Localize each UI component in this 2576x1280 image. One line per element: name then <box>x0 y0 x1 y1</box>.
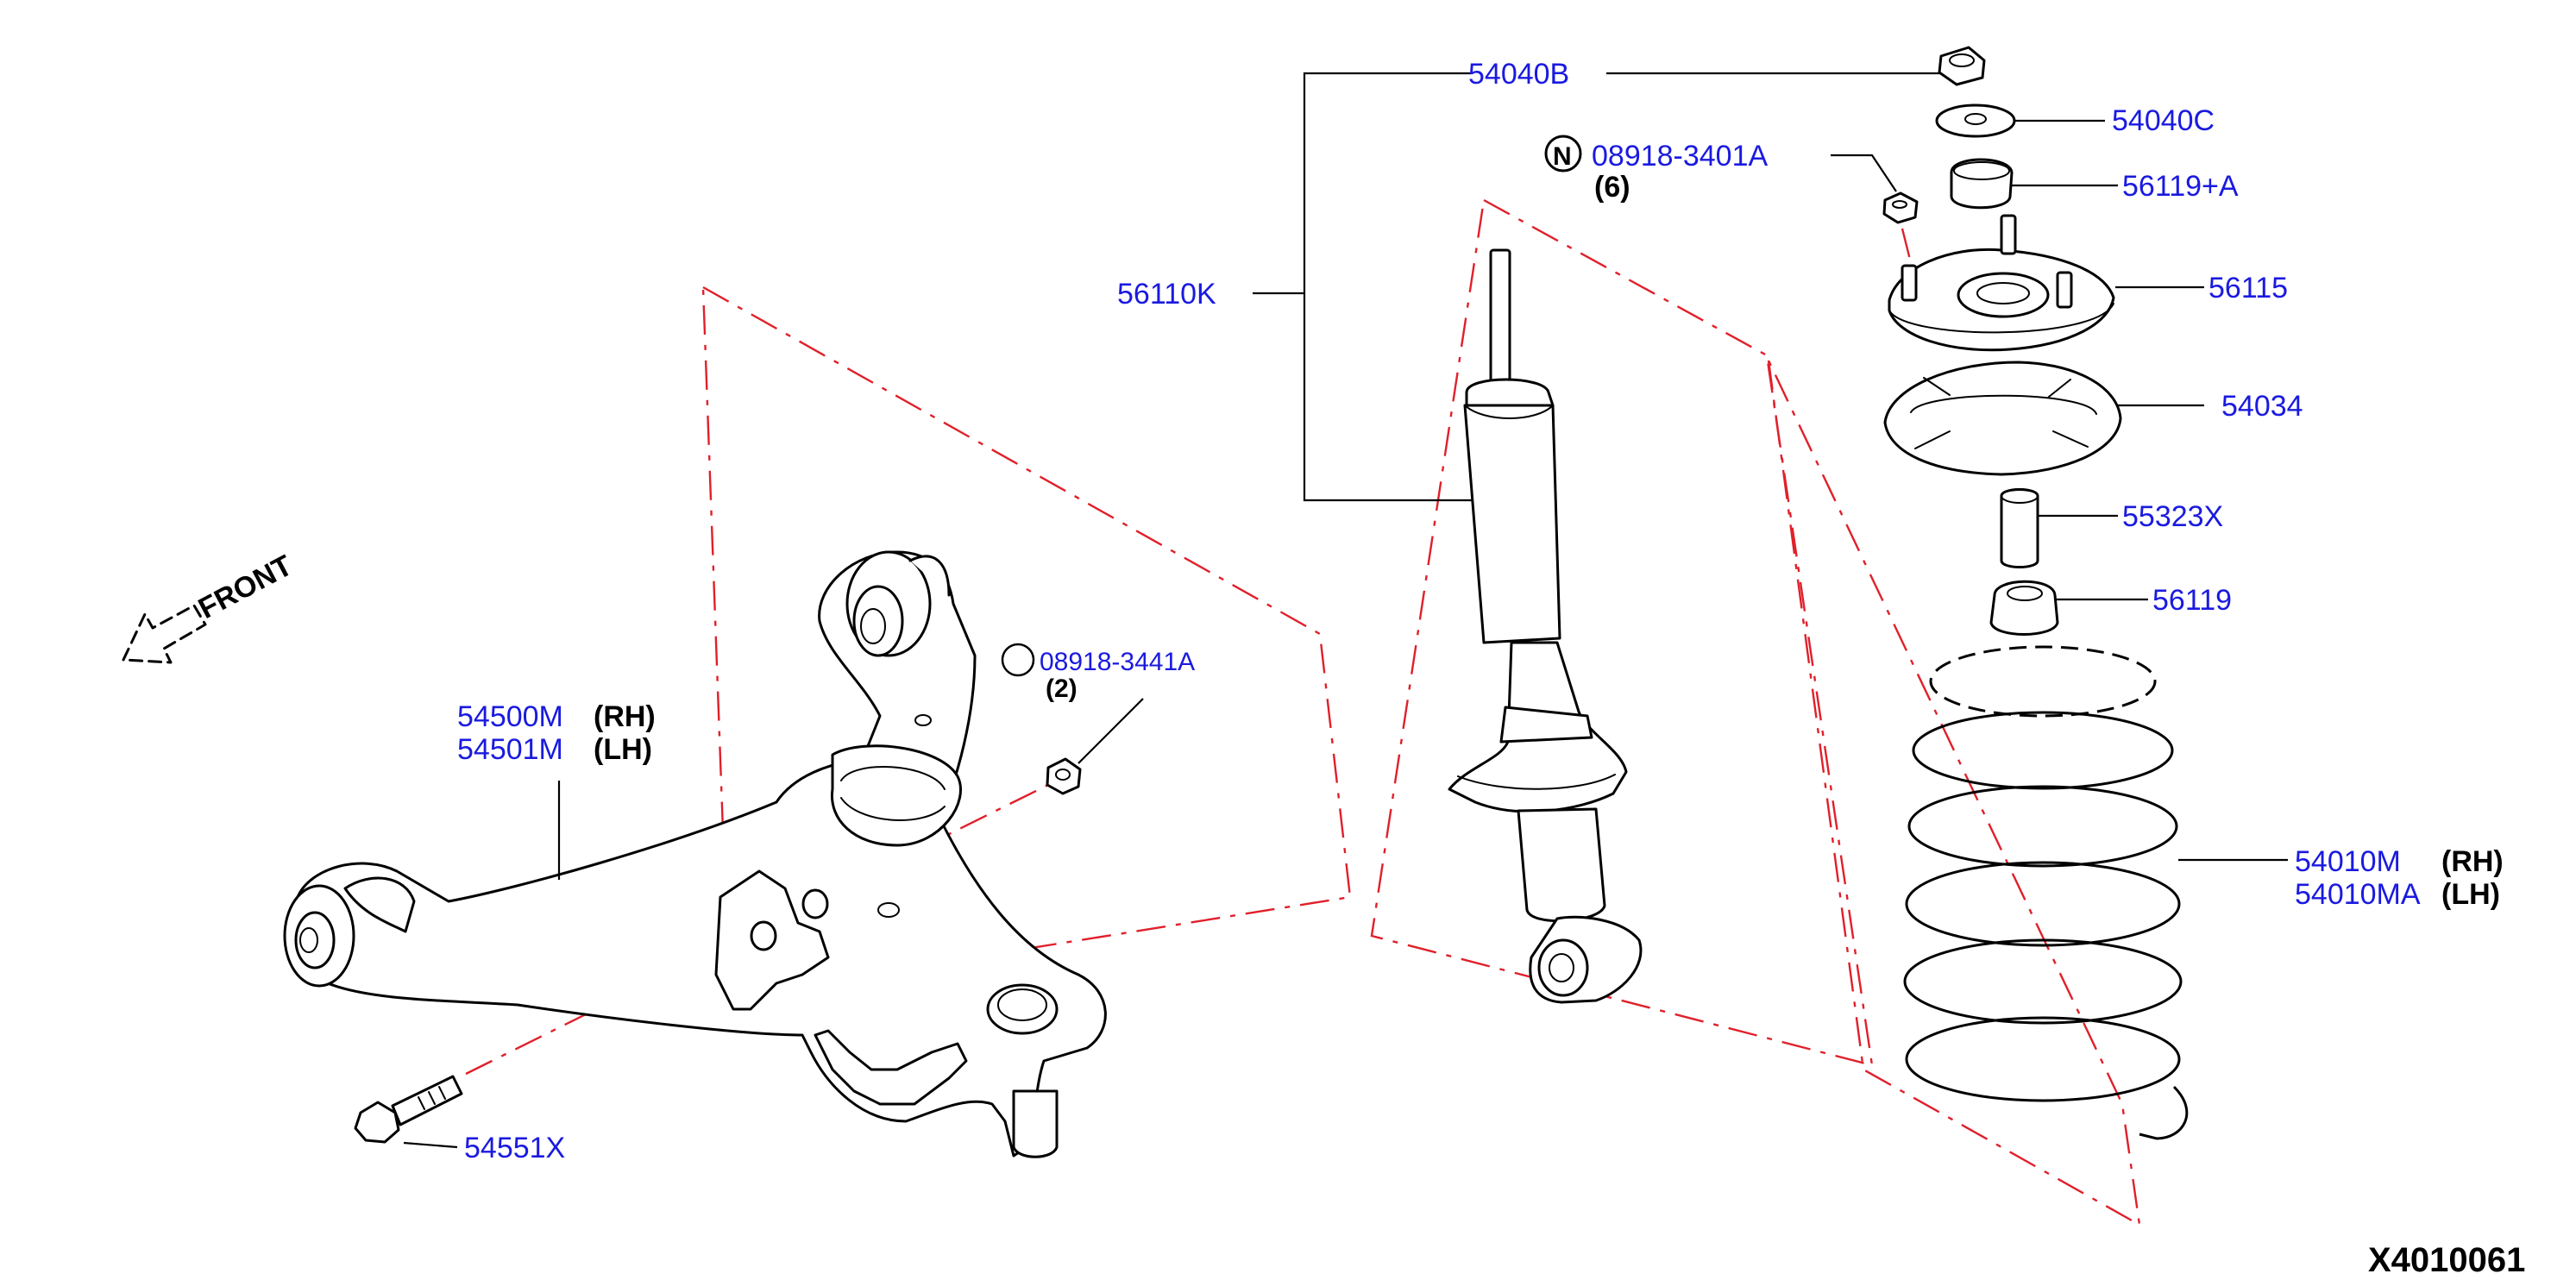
callout-08918-3401a: 08918-3401A <box>1592 140 1769 173</box>
callout-54034: 54034 <box>2221 390 2303 423</box>
callout-56119a: 56119+A <box>2122 170 2239 203</box>
callout-54500m: 54500M <box>457 700 563 733</box>
callout-54040b: 54040B <box>1468 58 1569 91</box>
n-symbol-letter: N <box>1553 142 1572 171</box>
callout-54551x: 54551X <box>464 1132 565 1164</box>
callout-08918-3441a-qty: (2) <box>1046 675 1078 703</box>
front-label: FRONT <box>193 549 298 625</box>
callout-54501m: 54501M <box>457 733 563 766</box>
callout-54501m-side: (LH) <box>594 733 652 766</box>
callout-54010ma-side: (LH) <box>2441 878 2500 911</box>
diagram-id: X4010061 <box>2368 1241 2525 1279</box>
coil-spring-drawing <box>1903 645 2189 1140</box>
callout-54010ma: 54010MA <box>2295 878 2421 911</box>
callout-54500m-side: (RH) <box>594 700 656 733</box>
callout-56110k: 56110K <box>1117 278 1216 311</box>
bolt-54551x-drawing <box>354 1075 463 1144</box>
nut-08918-3441a-drawing <box>1046 757 1082 795</box>
callout-54010m-side: (RH) <box>2441 845 2504 878</box>
callout-55323x: 55323X <box>2122 500 2223 533</box>
n-symbol-icon-2 <box>1001 643 1035 677</box>
callout-08918-3441a: 08918-3441A <box>1040 648 1195 676</box>
front-arrow-icon <box>122 604 207 664</box>
callout-54010m: 54010M <box>2295 845 2401 878</box>
callout-56119: 56119 <box>2152 584 2232 617</box>
callout-54040c: 54040C <box>2112 104 2215 137</box>
upper-mount-parts-drawing <box>1882 46 2122 636</box>
shock-absorber-drawing <box>1448 248 1643 1004</box>
n-symbol-icon <box>1544 135 1582 173</box>
lower-control-arm-drawing <box>283 550 1107 1158</box>
arm-assembly-outline <box>701 285 1352 998</box>
leader-lines <box>403 72 2288 1149</box>
spring-assembly-outline <box>1767 360 2141 1227</box>
callout-56115: 56115 <box>2208 272 2288 304</box>
nut-axis-line <box>1901 228 1913 264</box>
callout-08918-3401a-qty: (6) <box>1594 171 1630 204</box>
